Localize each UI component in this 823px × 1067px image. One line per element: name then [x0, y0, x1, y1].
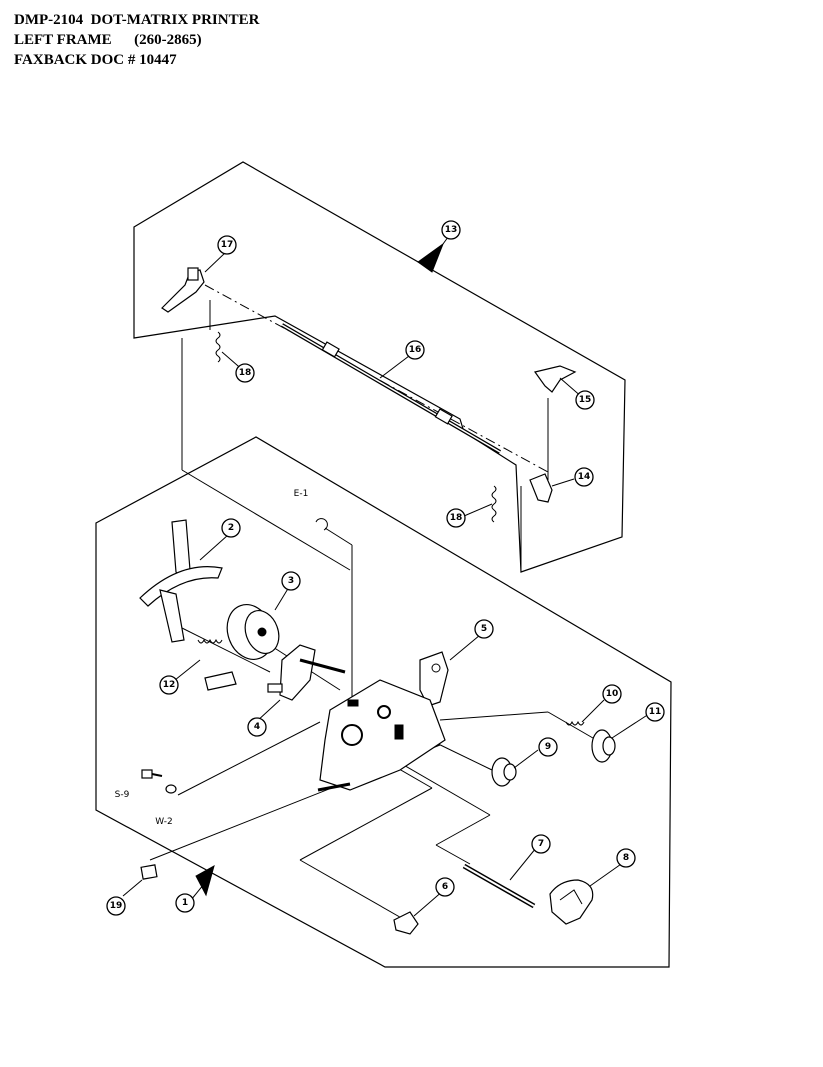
label-e1: E-1 — [294, 489, 309, 499]
part-11-gear — [591, 729, 616, 763]
part-8-cam — [549, 879, 594, 925]
part-w2-washer — [165, 784, 177, 794]
part-4-bracket — [267, 644, 346, 701]
svg-text:15: 15 — [579, 395, 592, 405]
callout-13: 13 — [441, 220, 461, 240]
part-18-spring-left — [215, 331, 221, 363]
svg-text:18: 18 — [239, 368, 252, 378]
svg-text:2: 2 — [228, 523, 234, 533]
svg-text:6: 6 — [442, 882, 448, 892]
callout-2: 2 — [221, 518, 241, 538]
part-7-shaft — [462, 863, 536, 909]
callout-19: 19 — [106, 896, 126, 916]
assembly-13-pointer — [417, 242, 445, 273]
svg-text:11: 11 — [649, 707, 662, 717]
svg-text:9: 9 — [545, 742, 551, 752]
lower-assembly-panel — [95, 436, 672, 968]
part-5-bracket — [419, 651, 449, 707]
svg-text:10: 10 — [606, 689, 619, 699]
part-2-arm — [139, 519, 223, 643]
part-1-main-frame — [317, 679, 446, 792]
svg-text:3: 3 — [288, 576, 294, 586]
svg-text:13: 13 — [445, 225, 458, 235]
part-6-knob — [393, 911, 419, 935]
svg-text:4: 4 — [254, 722, 260, 732]
callout-7: 7 — [531, 834, 551, 854]
part-10-spring — [565, 720, 585, 726]
part-e1-clip — [315, 518, 328, 531]
callout-1: 1 — [175, 893, 195, 913]
callout-15: 15 — [575, 390, 595, 410]
header-subtitle: LEFT FRAME (260-2865) — [14, 32, 202, 48]
callout-16: 16 — [405, 340, 425, 360]
callout-18-upper: 18 — [235, 363, 255, 383]
svg-text:5: 5 — [481, 624, 487, 634]
callout-18-lower: 18 — [446, 508, 466, 528]
callout-9: 9 — [538, 737, 558, 757]
part-14-bracket — [529, 473, 553, 503]
part-19-block — [140, 864, 158, 880]
header-title: DMP-2104 DOT-MATRIX PRINTER — [14, 12, 260, 28]
part-3-motor — [226, 604, 280, 660]
upper-assembly-panel — [133, 161, 626, 573]
svg-text:19: 19 — [110, 901, 123, 911]
part-9-gear — [491, 757, 517, 787]
callout-10: 10 — [602, 684, 622, 704]
label-s9: S-9 — [115, 790, 130, 800]
callout-11: 11 — [645, 702, 665, 722]
label-w2: W-2 — [155, 817, 173, 827]
callout-14: 14 — [574, 467, 594, 487]
callout-12: 12 — [159, 675, 179, 695]
document-header: DMP-2104 DOT-MATRIX PRINTER LEFT FRAME (… — [14, 10, 259, 70]
callout-3: 3 — [281, 571, 301, 591]
callout-6: 6 — [435, 877, 455, 897]
part-15-bracket — [533, 365, 577, 393]
header-doc-number: FAXBACK DOC # 10447 — [14, 52, 177, 68]
callout-8: 8 — [616, 848, 636, 868]
connector-cable — [204, 671, 237, 691]
svg-text:17: 17 — [221, 240, 234, 250]
callout-5: 5 — [474, 619, 494, 639]
part-s9-screw — [141, 769, 163, 779]
svg-text:12: 12 — [163, 680, 176, 690]
callout-4: 4 — [247, 717, 267, 737]
svg-text:16: 16 — [409, 345, 422, 355]
part-12-spring — [197, 638, 223, 644]
callout-17: 17 — [217, 235, 237, 255]
svg-text:1: 1 — [182, 898, 188, 908]
svg-text:18: 18 — [450, 513, 463, 523]
svg-text:8: 8 — [623, 853, 629, 863]
assembly-1-pointer — [195, 864, 215, 897]
part-17-lever — [161, 267, 205, 313]
part-18-spring-right — [491, 485, 497, 523]
svg-text:7: 7 — [538, 839, 544, 849]
part-16-shaft — [280, 323, 502, 454]
svg-text:14: 14 — [578, 472, 591, 482]
